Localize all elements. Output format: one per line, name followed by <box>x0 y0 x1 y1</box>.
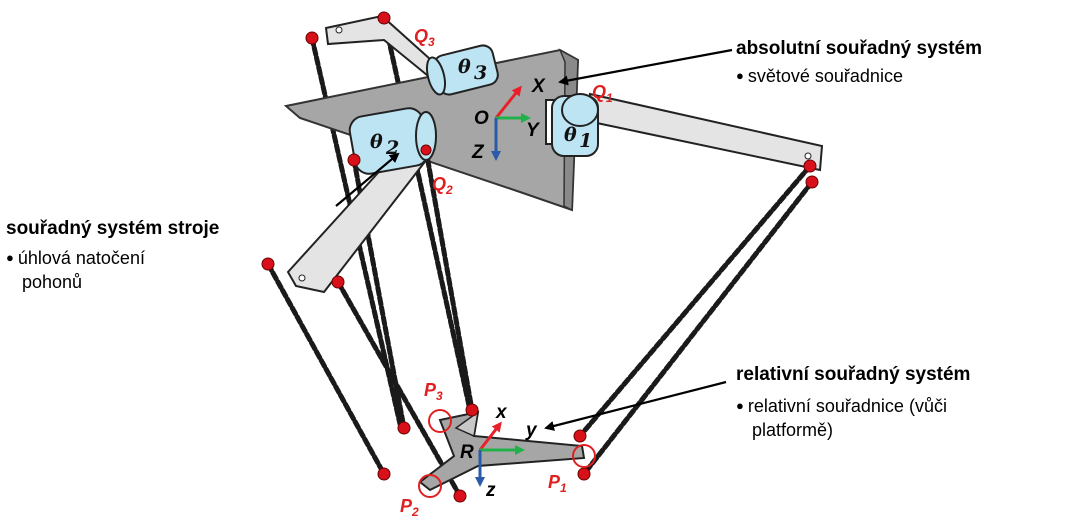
relative-system-title: relativní souřadný systém <box>736 364 971 385</box>
symbol-p1: P1 <box>548 472 567 495</box>
svg-text:θ: θ <box>370 131 383 153</box>
motor-1: θ 1 <box>545 93 599 157</box>
machine-system-title: souřadný systém stroje <box>6 218 220 239</box>
axis-label-platform-z: z <box>485 480 496 501</box>
relative-system-bullet: ●relativní souřadnice (vůči <box>736 396 947 416</box>
svg-text:1: 1 <box>579 130 592 152</box>
axis-label-platform-x: x <box>495 402 508 423</box>
relative-system-bullet-cont: platformě) <box>752 420 834 440</box>
axis-label-world-x: X <box>531 76 546 97</box>
svg-text:3: 3 <box>474 62 487 84</box>
axis-label-world-y: Y <box>526 120 541 141</box>
rod-pair-1 <box>577 163 815 477</box>
world-axes <box>491 85 531 161</box>
svg-text:θ: θ <box>458 56 471 78</box>
symbol-p3: P3 <box>424 380 443 403</box>
symbol-q2: Q2 <box>432 174 453 197</box>
absolute-system-bullet: ●světové souřadnice <box>736 66 903 86</box>
joints <box>261 11 819 503</box>
machine-system-bullet-cont: pohonů <box>22 272 83 292</box>
platform-axes <box>475 421 525 487</box>
bullet-icon: ● <box>736 68 744 83</box>
absolute-system-title: absolutní souřadný systém <box>736 38 983 59</box>
machine-system-bullet: ●úhlová natočení <box>6 248 145 268</box>
axis-label-world-z: Z <box>471 142 485 163</box>
symbol-q3: Q3 <box>414 26 435 49</box>
axis-label-world-origin: O <box>474 108 489 129</box>
motor-3: θ 3 <box>425 44 499 96</box>
bullet-icon: ● <box>6 250 14 265</box>
pointer-arrows <box>335 48 733 431</box>
symbol-q1: Q1 <box>592 82 613 105</box>
bullet-icon: ● <box>736 398 744 413</box>
symbol-p2: P2 <box>400 496 419 519</box>
platform-joint-circles <box>418 409 596 498</box>
axis-label-platform-y: y <box>525 420 538 441</box>
svg-text:θ: θ <box>564 124 577 146</box>
axis-label-platform-origin: R <box>460 442 474 463</box>
arm-1 <box>588 92 824 172</box>
